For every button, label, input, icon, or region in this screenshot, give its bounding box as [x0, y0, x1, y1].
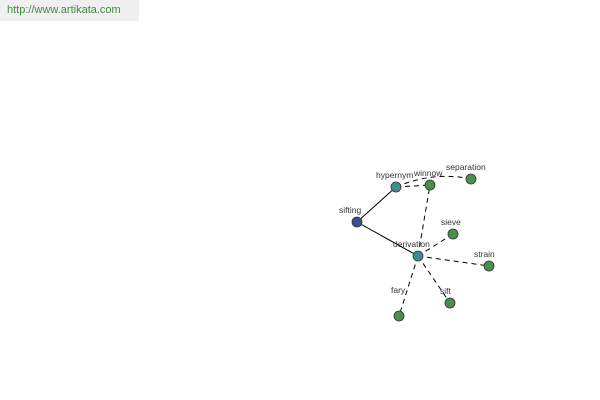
node-label-sifting: sifting: [339, 205, 361, 215]
node-label-derivation: derivation: [393, 239, 430, 249]
edge-derivation-strain: [417, 255, 490, 267]
node-fary[interactable]: [393, 310, 405, 322]
node-label-strain: strain: [474, 249, 495, 259]
node-label-separation: separation: [446, 162, 486, 172]
node-label-sieve: sieve: [441, 217, 461, 227]
source-link[interactable]: http://www.artikata.com: [7, 4, 121, 16]
node-winnow[interactable]: [424, 179, 436, 191]
edge-sifting-derivation: [356, 221, 419, 257]
source-bar: http://www.artikata.com: [0, 0, 139, 21]
nodes-layer: [351, 173, 495, 322]
node-label-winnow: winnow: [413, 168, 443, 178]
node-label-hypernym: hypernym: [376, 170, 413, 180]
node-sift[interactable]: [444, 297, 456, 309]
edge-derivation-sift: [417, 255, 451, 304]
node-label-fary: fary: [391, 285, 406, 295]
node-sieve[interactable]: [447, 228, 459, 240]
edge-derivation-winnow: [417, 184, 431, 257]
node-label-sift: sift: [440, 286, 452, 296]
node-hypernym[interactable]: [390, 181, 402, 193]
node-strain[interactable]: [483, 260, 495, 272]
edge-hypernym-winnow: [395, 184, 431, 188]
node-separation[interactable]: [465, 173, 477, 185]
edges-layer: [356, 175, 490, 317]
labels-layer: sifting hypernym derivation winnowseparatio…: [339, 162, 495, 296]
edge-derivation-sieve: [417, 233, 454, 257]
edge-derivation-fary: [398, 255, 419, 317]
node-derivation[interactable]: [412, 250, 424, 262]
edge-hypernym-separation: [395, 175, 472, 188]
edge-sifting-hypernym: [356, 186, 397, 223]
node-sifting[interactable]: [351, 216, 363, 228]
